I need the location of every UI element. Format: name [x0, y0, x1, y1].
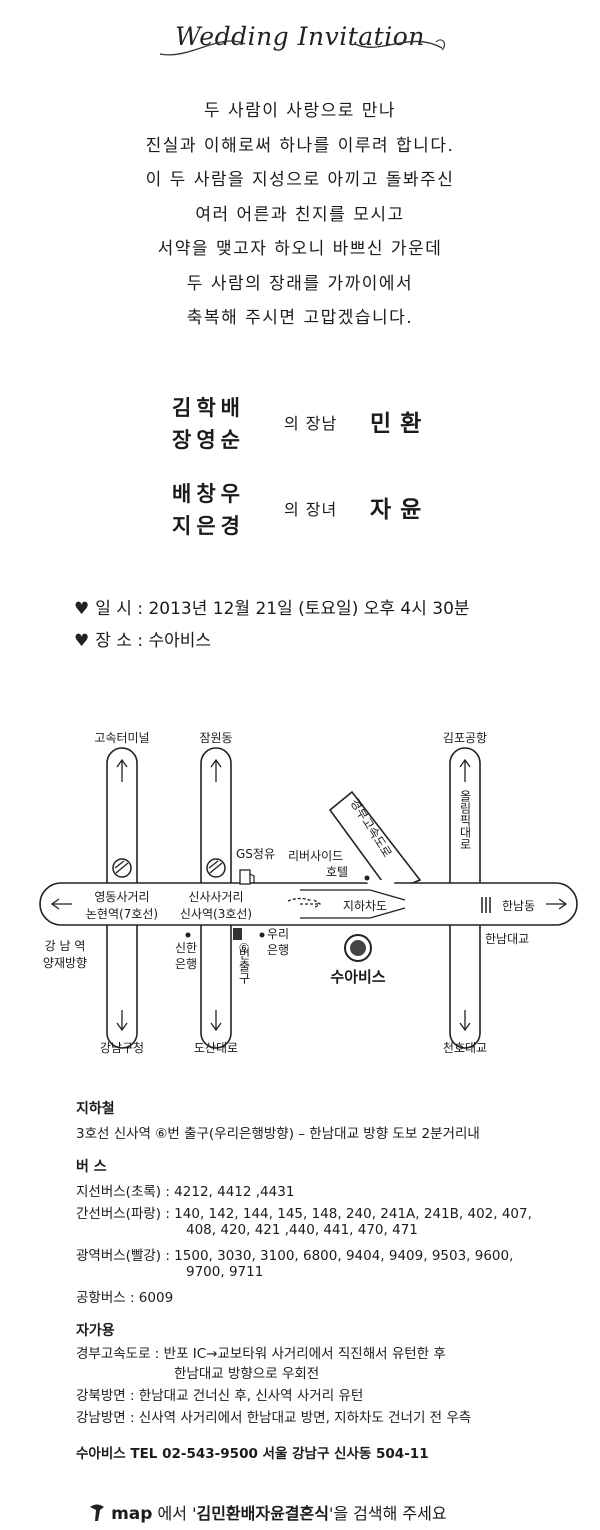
- heart-icon: ♥: [74, 631, 90, 651]
- label-exit6-text: 번출구: [237, 948, 251, 984]
- invitation-title: Wedding Invitation: [0, 22, 600, 56]
- groom-name: 민환: [370, 411, 431, 437]
- footer-post: '을 검색해 주세요: [328, 1504, 447, 1523]
- label-sinsa-2: 신사역(3호선): [180, 907, 252, 921]
- label-gs-oil: GS정유: [236, 847, 275, 861]
- footer-brand: map: [111, 1504, 153, 1524]
- exit-6-marker-icon: [233, 928, 242, 940]
- label-cheonho-bridge: 천호대교: [443, 1040, 487, 1055]
- label-sinsa-1: 신사사거리: [188, 890, 243, 904]
- label-venue: 수아비스: [330, 968, 385, 986]
- message-line: 진실과 이해로써 하나를 이루려 합니다.: [145, 135, 455, 156]
- label-olympic-road: 올림픽대로: [458, 790, 472, 850]
- label-shinhan-2: 은행: [175, 956, 197, 971]
- gas-station-icon: [239, 869, 255, 885]
- groom-mother: 장영순: [172, 428, 245, 452]
- invitation-message: 두 사람이 사랑으로 만나 진실과 이해로써 하나를 이루려 합니다. 이 두 …: [0, 94, 600, 336]
- label-riverside-1: 리버사이드: [288, 849, 343, 863]
- subway-icon: [206, 858, 226, 878]
- message-line: 서약을 맺고자 하오니 바쁘신 가운데: [157, 239, 443, 259]
- event-date: ♥일 시 : 2013년 12월 21일 (토요일) 오후 4시 30분: [74, 594, 470, 619]
- venue-contact: 수아비스 TEL 02-543-9500 서울 강남구 신사동 504-11: [76, 1446, 429, 1462]
- label-riverside-2: 호텔: [326, 865, 348, 879]
- t-map-logo-icon: [90, 1504, 104, 1521]
- subway-icon: [112, 858, 132, 878]
- label-exit6-num: ⑥: [239, 941, 250, 955]
- label-yeongdong-1: 영동사거리: [94, 890, 149, 904]
- message-line: 두 사람이 사랑으로 만나: [203, 101, 397, 121]
- message-line: 이 두 사람을 지성으로 아끼고 돌봐주신: [145, 170, 455, 190]
- hannam-dong-marker-icon: [481, 897, 491, 913]
- label-gangnam-1: 강 남 역: [45, 939, 86, 953]
- label-woori-1: 우리: [267, 927, 289, 941]
- car-line: 강남방면 : 신사역 사거리에서 한남대교 방면, 지하차도 건너기 전 우측: [76, 1410, 472, 1426]
- subway-line: 3호선 신사역 ⑥번 출구(우리은행방향) – 한남대교 방향 도보 2분거리내: [76, 1126, 480, 1142]
- shinhan-bank-marker-icon: [185, 932, 191, 938]
- label-express-terminal: 고속터미널: [94, 731, 149, 745]
- hotel-marker-icon: [364, 875, 370, 881]
- bus-line: 공항버스 : 6009: [76, 1290, 174, 1306]
- venue-marker-icon: [344, 934, 372, 962]
- label-yeongdong-2: 논현역(7호선): [86, 907, 158, 921]
- bride-relation: 의 장녀: [284, 500, 338, 519]
- label-woori-2: 은행: [267, 942, 289, 957]
- car-title: 자가용: [76, 1323, 115, 1339]
- bus-line-continued: 9700, 9711: [186, 1264, 264, 1280]
- label-gimpo-airport: 김포공항: [443, 731, 487, 745]
- label-dosan-road: 도산대로: [194, 1041, 238, 1055]
- label-hannam-bridge: 한남대교: [485, 932, 529, 946]
- footer-pre: 에서 ': [157, 1504, 197, 1523]
- label-shinhan-1: 신한: [175, 941, 197, 955]
- road-expressway: [328, 790, 422, 893]
- title-flourish-icon: [159, 39, 445, 56]
- label-gangnam-gu-office: 강남구청: [100, 1041, 144, 1055]
- label-jamwon: 잠원동: [199, 731, 232, 745]
- place-label: 장 소 :: [95, 631, 144, 651]
- car-line-continued: 한남대교 방향으로 우회전: [174, 1366, 320, 1382]
- groom-parents: 김학배 장영순: [172, 392, 245, 456]
- road-main-horizontal: [39, 882, 578, 926]
- bride-father: 배창우: [172, 482, 245, 506]
- bride-parents: 배창우 지은경: [172, 478, 245, 542]
- groom-relation: 의 장남: [284, 414, 338, 433]
- bus-line: 지선버스(초록) : 4212, 4412 ,4431: [76, 1184, 295, 1200]
- message-line: 여러 어른과 친지를 모시고: [195, 204, 405, 225]
- label-gangnam-2: 양재방향: [43, 956, 87, 970]
- label-underpass: 지하차도: [343, 899, 387, 913]
- car-line: 강북방면 : 한남대교 건너신 후, 신사역 사거리 유턴: [76, 1388, 364, 1404]
- message-line: 축복해 주시면 고맙겠습니다.: [186, 308, 414, 328]
- bride-mother: 지은경: [172, 514, 245, 538]
- car-line: 경부고속도로 : 반포 IC→교보타워 사거리에서 직진해서 유턴한 후: [76, 1346, 446, 1362]
- bus-line-continued: 408, 420, 421 ,440, 441, 470, 471: [186, 1222, 418, 1238]
- date-label: 일 시 :: [95, 599, 144, 619]
- subway-title: 지하철: [76, 1101, 115, 1117]
- location-map: 고속터미널 잠원동 김포공항 경부고속도로 올림픽대로 GS정유 리버사이드 호…: [39, 731, 578, 1055]
- bus-line: 간선버스(파랑) : 140, 142, 144, 145, 148, 240,…: [76, 1206, 532, 1222]
- bus-title: 버 스: [76, 1159, 107, 1175]
- message-line: 두 사람의 장래를 가까이에서: [186, 273, 414, 294]
- place-value: 수아비스: [148, 631, 212, 651]
- bus-line: 광역버스(빨강) : 1500, 3030, 3100, 6800, 9404,…: [76, 1248, 514, 1264]
- heart-icon: ♥: [74, 599, 90, 619]
- label-hannam-dong: 한남동: [502, 899, 535, 913]
- groom-father: 김학배: [172, 396, 245, 420]
- event-place: ♥장 소 : 수아비스: [74, 626, 211, 651]
- woori-bank-marker-icon: [259, 932, 265, 938]
- footer-search-term: 김민환배자윤결혼식: [196, 1504, 329, 1523]
- date-value: 2013년 12월 21일 (토요일) 오후 4시 30분: [148, 599, 470, 619]
- groom-family: 김학배 장영순 의 장남 민환: [0, 392, 600, 462]
- bride-name: 자윤: [370, 497, 431, 523]
- bride-family: 배창우 지은경 의 장녀 자윤: [0, 478, 600, 548]
